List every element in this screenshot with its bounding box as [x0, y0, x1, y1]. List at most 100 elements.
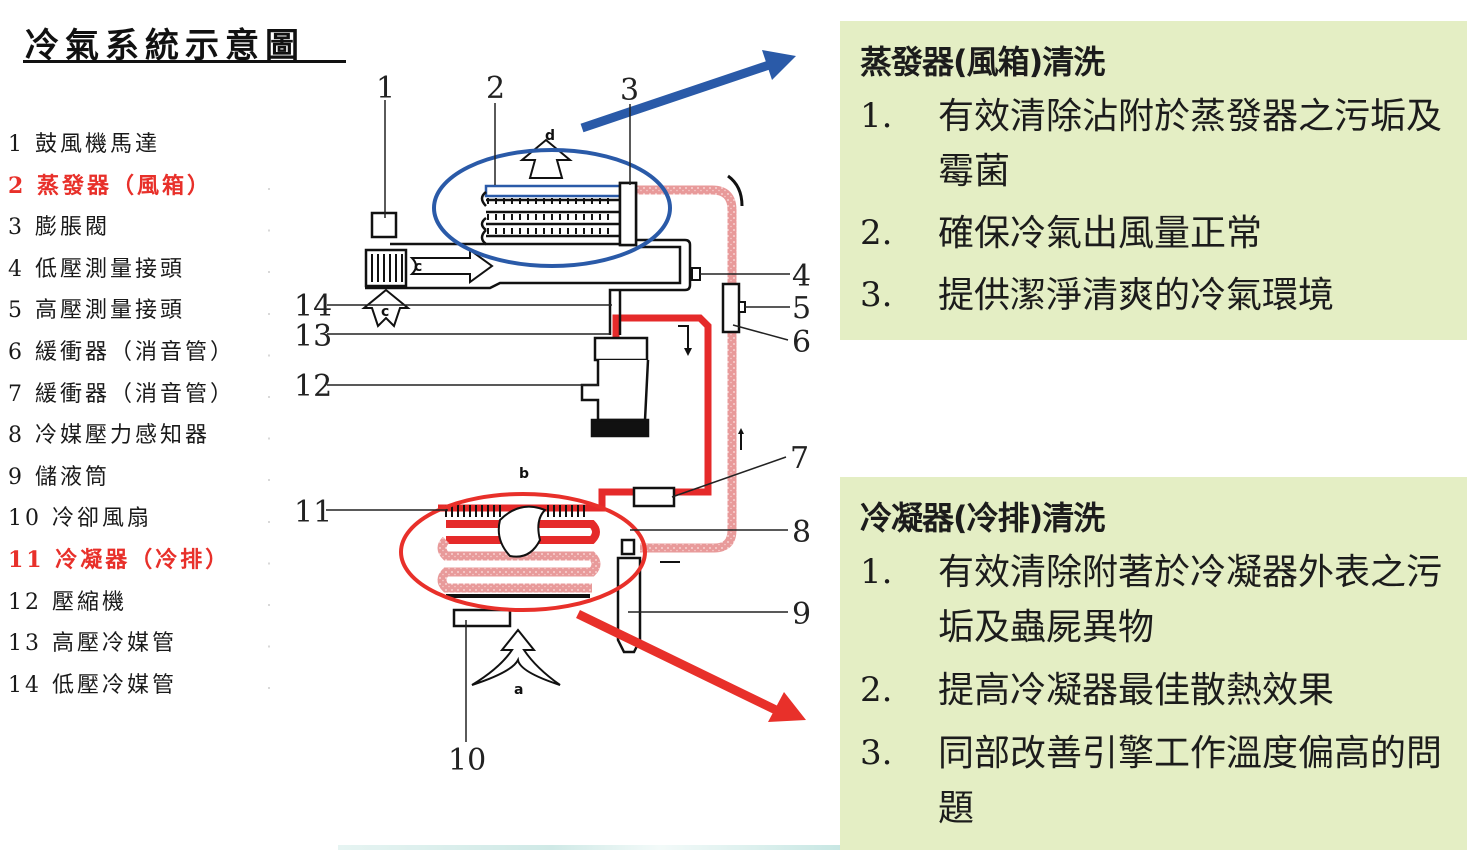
legend-label: 冷卻風扇 — [52, 506, 153, 532]
condenser-cleaning-panel: 冷凝器(冷排)清洗 1. 有效清除附著於冷凝器外表之污垢及蟲屍異物 2. 提高冷凝器… — [840, 477, 1467, 850]
item-text: 有效清除沾附於蒸發器之污垢及霉菌 — [938, 96, 1443, 192]
legend-num: 5 — [8, 298, 25, 324]
item-index: 2. — [860, 670, 893, 710]
condenser — [437, 505, 601, 598]
evaporator-callout-arrowhead — [762, 50, 796, 80]
low-pressure-pipe — [628, 185, 737, 553]
legend-num: 10 — [8, 506, 42, 532]
legend-item-highlighted: 2 蒸發器（風箱） — [8, 166, 235, 208]
callout-2: 2 — [486, 71, 505, 106]
blower-motor — [364, 211, 408, 288]
callout-14: 14 — [294, 289, 332, 324]
airflow-arrow-d — [519, 138, 573, 179]
legend-item: 12 壓縮機 — [8, 582, 235, 624]
legend-item: 9 儲液筒 — [8, 457, 235, 499]
airflow-label-c-in: c — [381, 304, 389, 320]
legend-label: 緩衝器（消音管） — [35, 339, 236, 365]
benefit-item: 1. 有效清除附著於冷凝器外表之污垢及蟲屍異物 — [860, 545, 1467, 655]
airflow-arrow-a — [471, 628, 561, 686]
callout-3: 3 — [620, 73, 639, 108]
benefit-item: 3. 提供潔淨清爽的冷氣環境 — [860, 268, 1467, 323]
legend-label: 儲液筒 — [35, 464, 111, 490]
legend-num: 7 — [8, 381, 25, 407]
flow-arrow-evap — [727, 174, 744, 207]
item-text: 同部改善引擎工作溫度偏高的問題 — [938, 733, 1443, 829]
airflow-label-d: d — [545, 128, 555, 144]
legend-label: 冷媒壓力感知器 — [35, 423, 211, 449]
airflow-label-b: b — [519, 466, 529, 482]
airflow-arrow-c — [409, 248, 494, 284]
benefit-item: 2.確保冷氣出風量正常 — [860, 206, 1467, 261]
legend-separator — [268, 150, 270, 710]
legend-num: 8 — [8, 423, 25, 449]
legend-label: 蒸發器（風箱） — [36, 172, 212, 199]
low-pressure-port — [691, 267, 701, 281]
item-index: 1. — [860, 96, 893, 136]
callout-9: 9 — [792, 597, 811, 632]
flow-arrow-up-head — [738, 428, 744, 434]
legend-label: 鼓風機馬達 — [35, 132, 161, 157]
item-text: 確保冷氣出風量正常 — [938, 213, 1263, 254]
legend-num: 1 — [8, 132, 25, 157]
high-pressure-pipe — [438, 314, 712, 512]
callout-8: 8 — [792, 515, 811, 550]
legend-item: 14 低壓冷媒管 — [8, 665, 235, 707]
legend-item: 8 冷媒壓力感知器 — [8, 415, 235, 457]
evaporator-cleaning-panel: 蒸發器(風箱)清洗 1. 有效清除沾附於蒸發器之污垢及霉菌 2.確保冷氣出風量正常… — [840, 21, 1467, 340]
legend-item: 7 緩衝器（消音管） — [8, 374, 235, 416]
legend-num: 4 — [8, 256, 25, 282]
item-index: 1. — [860, 552, 893, 592]
legend-label: 高壓冷媒管 — [52, 631, 178, 657]
legend-item: 10 冷卻風扇 — [8, 498, 235, 540]
legend-label: 緩衝器（消音管） — [35, 381, 236, 407]
legend-label: 低壓測量接頭 — [35, 256, 186, 282]
item-text: 有效清除附著於冷凝器外表之污垢及蟲屍異物 — [938, 552, 1443, 648]
condenser-highlight-ellipse — [399, 492, 647, 612]
title-underline — [23, 60, 346, 63]
legend-item-highlighted: 11 冷凝器（冷排） — [8, 540, 235, 582]
evaporator-callout-arrow — [580, 59, 774, 133]
item-text: 提高冷凝器最佳散熱效果 — [938, 670, 1335, 711]
callout-10: 10 — [448, 743, 486, 778]
callout-6: 6 — [792, 325, 811, 360]
legend-item: 1 鼓風機馬達 — [8, 124, 235, 166]
high-pressure-port — [738, 301, 746, 313]
legend-item: 13 高壓冷媒管 — [8, 623, 235, 665]
expansion-valve — [618, 181, 638, 247]
flow-arrow-head — [684, 348, 692, 356]
leader-lines — [326, 100, 790, 742]
buffer-6 — [721, 282, 741, 334]
legend-num: 9 — [8, 464, 25, 490]
item-text: 提供潔淨清爽的冷氣環境 — [938, 275, 1335, 316]
receiver-drier — [616, 538, 642, 654]
callout-11: 11 — [294, 495, 332, 530]
evaporator-highlight-ellipse — [432, 148, 672, 268]
callout-13: 13 — [294, 319, 332, 354]
benefit-item: 2. 提高冷凝器最佳散熱效果 — [860, 663, 1467, 718]
legend-num: 2 — [8, 172, 27, 199]
legend-num: 14 — [8, 672, 42, 698]
panel-title: 冷凝器(冷排)清洗 — [860, 499, 1105, 537]
item-index: 3. — [860, 275, 893, 315]
air-duct — [365, 238, 692, 335]
flow-arrow — [678, 325, 689, 350]
callout-12: 12 — [294, 369, 332, 404]
legend-label: 膨脹閥 — [35, 215, 111, 241]
evaporator — [480, 181, 638, 247]
legend-label: 低壓冷媒管 — [52, 672, 178, 698]
condenser-callout-arrowhead — [768, 692, 806, 722]
callout-1: 1 — [376, 71, 395, 106]
legend-label: 壓縮機 — [52, 589, 128, 615]
decorative-strip — [338, 845, 873, 850]
legend-num: 13 — [8, 631, 42, 657]
benefit-list: 1. 有效清除沾附於蒸發器之污垢及霉菌 2.確保冷氣出風量正常 3. 提供潔淨清爽的… — [860, 89, 1467, 323]
benefit-list: 1. 有效清除附著於冷凝器外表之污垢及蟲屍異物 2. 提高冷凝器最佳散熱效果 3.同… — [860, 545, 1467, 836]
legend-item: 6 緩衝器（消音管） — [8, 332, 235, 374]
benefit-item: 1. 有效清除沾附於蒸發器之污垢及霉菌 — [860, 89, 1467, 199]
panel-title: 蒸發器(風箱)清洗 — [860, 43, 1105, 81]
cooling-fan — [452, 608, 512, 628]
benefit-item: 3.同部改善引擎工作溫度偏高的問題 — [860, 726, 1467, 836]
callout-7: 7 — [790, 441, 809, 476]
condenser-callout-arrow — [576, 609, 782, 717]
buffer-7 — [632, 486, 676, 508]
